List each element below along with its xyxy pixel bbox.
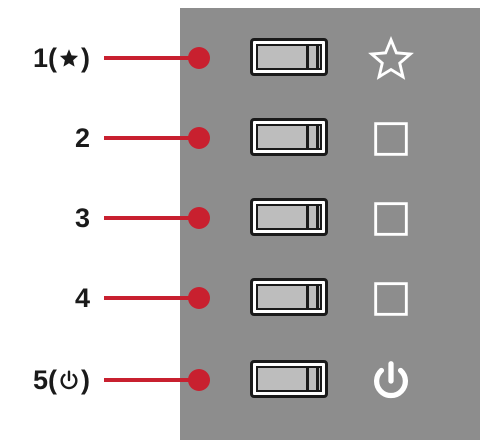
power-icon <box>374 361 408 399</box>
button-number-5: 5 <box>32 365 48 395</box>
button-row-5: 5 ( ) <box>0 350 500 410</box>
button-row-1: 1 ( ) <box>0 28 500 88</box>
leader-line-3 <box>104 216 196 220</box>
button-row-2: 2 <box>0 108 500 168</box>
star-icon <box>59 49 79 67</box>
star-icon <box>368 36 414 80</box>
square-icon <box>374 202 408 236</box>
button-number-4: 4 <box>74 283 90 313</box>
callout-dot-4 <box>188 287 210 309</box>
button-number-3: 3 <box>74 203 90 233</box>
button-label-3: 3 <box>75 202 90 234</box>
button-switch-1[interactable] <box>250 38 328 76</box>
button-label-2: 2 <box>75 122 90 154</box>
button-row-3: 3 <box>0 188 500 248</box>
square-icon <box>374 122 408 156</box>
button-number-2: 2 <box>74 123 90 153</box>
power-icon <box>60 370 78 390</box>
button-label-4: 4 <box>75 282 90 314</box>
button-label-1: 1 ( ) <box>32 43 90 73</box>
button-switch-4[interactable] <box>250 278 328 316</box>
callout-dot-1 <box>188 47 210 69</box>
square-icon <box>374 282 408 316</box>
callout-dot-2 <box>188 127 210 149</box>
button-number-1: 1 <box>32 43 48 73</box>
button-row-4: 4 <box>0 268 500 328</box>
leader-line-4 <box>104 296 196 300</box>
leader-line-2 <box>104 136 196 140</box>
leader-line-5 <box>104 378 196 382</box>
button-label-5: 5 ( ) <box>32 365 90 395</box>
callout-dot-5 <box>188 369 210 391</box>
button-switch-5[interactable] <box>250 360 328 398</box>
control-panel <box>180 8 480 440</box>
leader-line-1 <box>104 56 196 60</box>
callout-dot-3 <box>188 207 210 229</box>
button-switch-2[interactable] <box>250 118 328 156</box>
button-switch-3[interactable] <box>250 198 328 236</box>
